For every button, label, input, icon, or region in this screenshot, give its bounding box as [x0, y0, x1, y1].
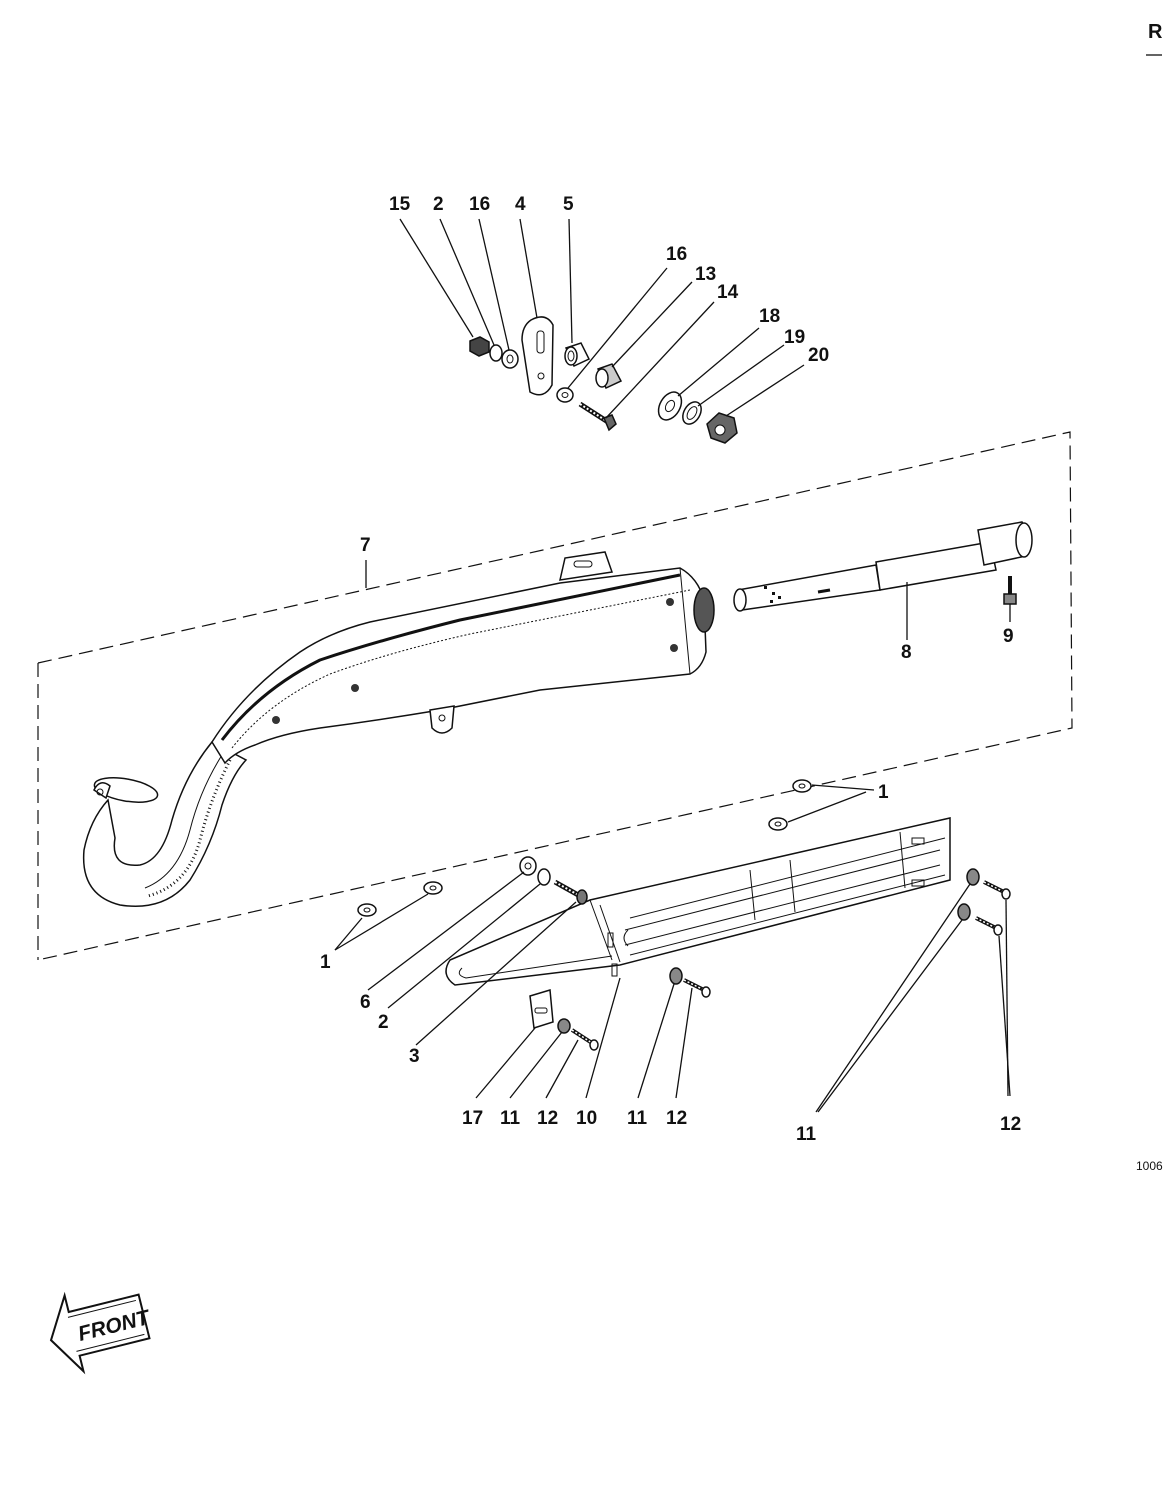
callout-2: 2: [378, 1012, 389, 1033]
washer-19: [682, 401, 702, 425]
screw-12: [683, 978, 711, 998]
callout-6: 6: [360, 992, 371, 1013]
body-screw: [272, 716, 280, 724]
callout-18: 18: [759, 306, 780, 327]
mounting-tab-top: [559, 551, 614, 581]
callout-14: 14: [717, 282, 739, 303]
nut-20: [706, 412, 738, 444]
callout-5: 5: [563, 194, 574, 215]
muffler-assembly-7: [82, 551, 715, 907]
hardware-top: [399, 218, 805, 444]
callout-13: 13: [695, 264, 716, 285]
callout-11: 11: [796, 1124, 817, 1145]
washer-11: [966, 868, 980, 886]
callout-2: 2: [433, 194, 444, 215]
body-screw: [670, 644, 678, 652]
callout-15: 15: [389, 194, 411, 215]
washer-18: [657, 391, 683, 421]
bolt-14: [578, 401, 617, 432]
washer-11: [669, 967, 683, 985]
mounting-tab-bottom: [429, 705, 455, 734]
pipe-flange: [93, 777, 159, 803]
washer-11: [957, 903, 971, 921]
screw-12: [983, 880, 1011, 900]
bolt-9: [1003, 576, 1017, 622]
callout-12: 12: [1000, 1114, 1021, 1135]
washer-2-top: [489, 344, 503, 362]
callout-19: 19: [784, 327, 805, 348]
callout-20: 20: [808, 345, 829, 366]
washer-1: [357, 903, 377, 917]
washer-16-mid: [556, 387, 574, 403]
front-arrow: FRONT: [49, 1291, 154, 1375]
callout-4: 4: [515, 194, 526, 215]
washer-16-top: [501, 349, 519, 369]
callout-1: 1: [878, 782, 889, 803]
tail-pipe-8: [733, 521, 1033, 640]
washer-1: [768, 817, 788, 831]
nut-15: [469, 336, 490, 357]
callout-10: 10: [576, 1108, 597, 1129]
figure-code: 1006: [1136, 1159, 1163, 1173]
callout-12: 12: [666, 1108, 687, 1129]
assembly-frame: [37, 431, 1073, 961]
washer-11: [557, 1018, 571, 1034]
callout-11: 11: [500, 1108, 521, 1129]
callout-7: 7: [360, 535, 371, 556]
callout-17: 17: [462, 1108, 483, 1129]
callout-11: 11: [627, 1108, 648, 1129]
clamp-17: [529, 989, 554, 1029]
callout-3: 3: [409, 1046, 420, 1067]
callout-16: 16: [469, 194, 490, 215]
washer-2-lower: [537, 868, 551, 886]
corner-letter: R: [1148, 21, 1163, 43]
bracket-4: [521, 316, 554, 396]
body-screw: [351, 684, 359, 692]
hardware-lower: [334, 779, 1011, 1113]
callout-9: 9: [1003, 626, 1014, 647]
heat-guard-10: [445, 817, 951, 986]
callout-16: 16: [666, 244, 687, 265]
callout-8: 8: [901, 642, 912, 663]
washer-6: [519, 856, 537, 876]
callout-1: 1: [320, 952, 331, 973]
washer-1: [792, 779, 812, 793]
callout-labels: 15 2 16 4 5 16 13 14 18 19 20 7 8 9 1 1 …: [320, 194, 1021, 1145]
screw-12: [975, 916, 1003, 936]
collar-13: [595, 363, 623, 390]
bolt-3: [553, 879, 588, 905]
screw-12: [570, 1028, 599, 1051]
collar-5: [564, 342, 591, 368]
callout-12: 12: [537, 1108, 558, 1129]
body-screw: [666, 598, 674, 606]
washer-1: [423, 881, 443, 895]
